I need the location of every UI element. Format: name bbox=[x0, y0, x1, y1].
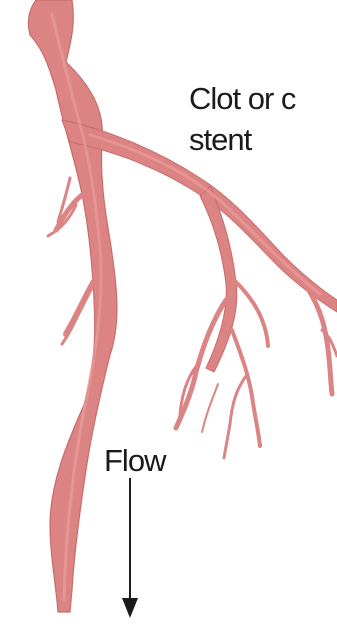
flow-arrow-head bbox=[122, 598, 138, 618]
left-mid-twig-2 bbox=[62, 306, 82, 344]
sub-branch-right bbox=[236, 282, 268, 346]
sub-branch-mid bbox=[232, 330, 260, 446]
flow-arrow bbox=[122, 478, 138, 618]
sub-branch-mid-2 bbox=[224, 376, 246, 458]
flow-label: Flow bbox=[104, 446, 165, 476]
clot-label-line2: stent bbox=[189, 125, 251, 155]
sub-branch-left bbox=[176, 300, 226, 428]
clot-label-line1: Clot or c bbox=[189, 84, 295, 114]
sub-branch-fine bbox=[202, 384, 218, 432]
